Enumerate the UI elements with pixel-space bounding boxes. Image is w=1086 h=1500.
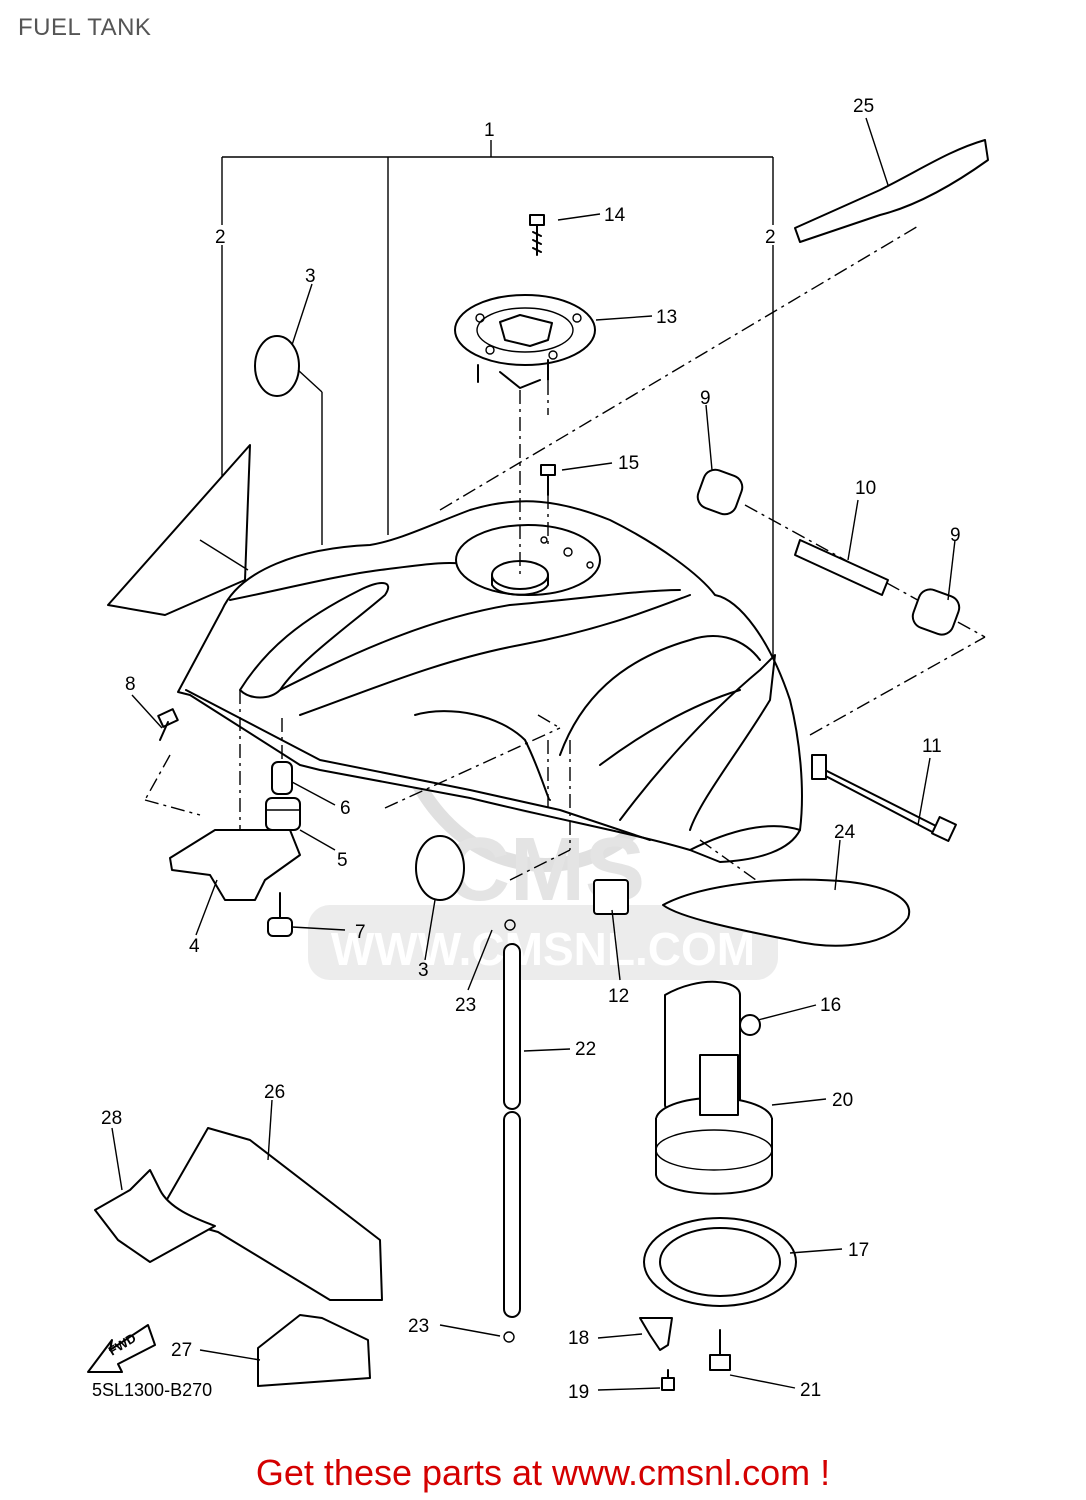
fuel-tank-body <box>107 444 803 863</box>
collar-part-6 <box>271 761 293 795</box>
callout-18: 18 <box>568 1328 589 1349</box>
screw-part-19 <box>661 1369 675 1391</box>
callout-21: 21 <box>800 1380 821 1401</box>
promo-link-text[interactable]: Get these parts at www.cmsnl.com ! <box>255 1452 831 1493</box>
connector-part-12 <box>593 879 629 915</box>
callout-2: 2 <box>215 227 226 248</box>
callout-23: 23 <box>408 1316 429 1337</box>
callout-27: 27 <box>171 1340 192 1361</box>
callout-22: 22 <box>575 1039 596 1060</box>
diagram-reference-code: 5SL1300-B270 <box>92 1380 213 1400</box>
bolt-part-7 <box>267 892 293 937</box>
bolt-part-11 <box>811 754 957 842</box>
bolt-part-8 <box>157 708 179 741</box>
bracket-part-4 <box>169 829 301 901</box>
callout-23: 23 <box>455 995 476 1016</box>
callout-2: 2 <box>765 227 776 248</box>
hose-clamp-part-9-upper <box>696 468 744 516</box>
hose-clamp-part-9-lower <box>911 588 961 636</box>
callout-9: 9 <box>700 388 711 409</box>
cover-part-24 <box>662 878 911 947</box>
hose-part-22 <box>503 943 521 1318</box>
callout-26: 26 <box>264 1082 285 1103</box>
callout-3: 3 <box>305 266 316 287</box>
emblem-part-3-lower <box>415 835 465 901</box>
callout-13: 13 <box>656 307 677 328</box>
callout-20: 20 <box>832 1090 853 1111</box>
bracket-assembly-1 <box>221 140 774 700</box>
callout-1: 1 <box>484 120 495 141</box>
damper-part-5 <box>265 797 301 831</box>
callout-24: 24 <box>834 822 856 843</box>
callout-17: 17 <box>848 1240 869 1261</box>
callout-numbers: 1 2 2 3 3 4 5 6 7 8 9 9 10 11 12 13 14 1… <box>101 96 961 1403</box>
screw-part-15 <box>540 464 556 496</box>
watermark-url: WWW.CMSNL.COM <box>331 923 755 975</box>
clip-part-18 <box>639 1317 673 1351</box>
callout-11: 11 <box>922 736 942 757</box>
callout-25: 25 <box>853 96 874 117</box>
callout-8: 8 <box>125 674 136 695</box>
emblem-part-3 <box>254 335 300 397</box>
callout-7: 7 <box>355 922 366 943</box>
callout-19: 19 <box>568 1382 589 1403</box>
cover-part-27 <box>257 1314 371 1387</box>
forward-direction-arrow: FWD <box>87 1324 156 1373</box>
callout-14: 14 <box>604 205 626 226</box>
cover-part-28 <box>94 1169 216 1263</box>
leader-lines <box>111 117 956 1391</box>
bolt-part-21 <box>709 1329 731 1371</box>
callout-5: 5 <box>337 850 348 871</box>
callout-16: 16 <box>820 995 841 1016</box>
hose-part-10 <box>794 539 889 596</box>
callout-15: 15 <box>618 453 639 474</box>
page-title: FUEL TANK <box>18 14 152 41</box>
callout-4: 4 <box>189 936 200 957</box>
clip-part-23-upper <box>504 919 516 931</box>
cover-part-26 <box>157 1127 383 1301</box>
callout-6: 6 <box>340 798 351 819</box>
callout-9: 9 <box>950 525 961 546</box>
decal-part-25 <box>794 139 989 243</box>
clip-part-23-lower <box>503 1331 515 1343</box>
callout-10: 10 <box>855 478 876 499</box>
pump-ring-part-17 <box>643 1217 797 1307</box>
callout-12: 12 <box>608 986 629 1007</box>
filler-cap-part-13 <box>454 294 596 389</box>
callout-28: 28 <box>101 1108 122 1129</box>
fuel-pump-part-20 <box>655 980 773 1195</box>
callout-3: 3 <box>418 960 429 981</box>
bolt-part-14 <box>529 214 545 256</box>
